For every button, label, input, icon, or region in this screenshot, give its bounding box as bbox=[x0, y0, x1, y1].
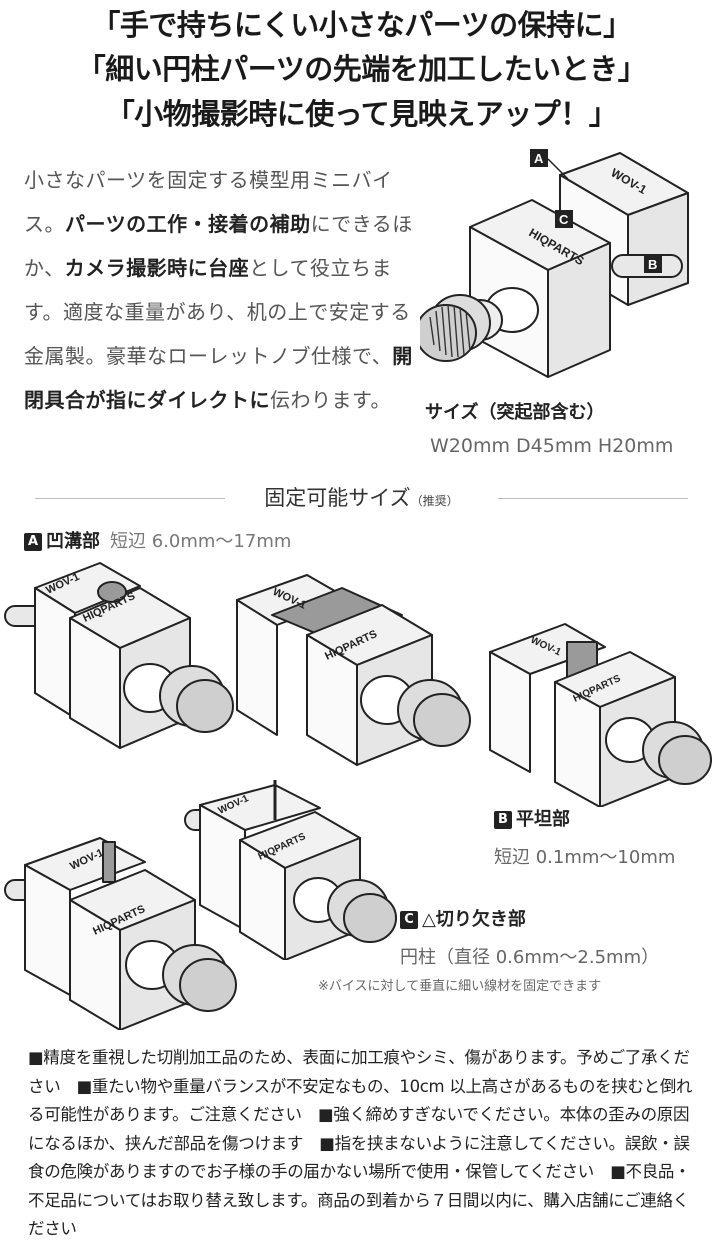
vise-plate-illustration: HIQPARTS WOV-1 bbox=[236, 574, 471, 766]
divider-line-right bbox=[498, 498, 688, 499]
section-title: 固定可能サイズ（推奨） bbox=[35, 482, 688, 512]
type-c-badge: C bbox=[400, 911, 418, 929]
note-2: ■重たい物や重量バランスが不安定なもの、10cm 以上高さがあるものを挟むと倒れ… bbox=[28, 1076, 693, 1125]
vise-wire-illustration: HIQPARTS WOV-1 bbox=[184, 780, 397, 960]
section-title-text: 固定可能サイズ bbox=[264, 486, 411, 510]
type-c-row: C△切り欠き部 bbox=[400, 905, 526, 931]
intro-text-1: 小さなパーツを固定する模型用ミニバイス。 bbox=[24, 168, 393, 236]
type-a-label: 凹溝部 bbox=[46, 531, 100, 552]
divider-line-left bbox=[35, 498, 225, 499]
type-a-badge: A bbox=[24, 533, 42, 551]
vise-groove-illustration: HIQPARTS WOV-1 bbox=[4, 562, 234, 749]
type-b-badge: B bbox=[494, 811, 512, 829]
vise-flat-illustration: HIQPARTS WOV-1 bbox=[489, 623, 712, 807]
intro-bold-2: カメラ撮影時に台座 bbox=[64, 256, 250, 280]
headline-2: 「細い円柱パーツの先端を加工したいとき」 bbox=[76, 52, 647, 86]
label-a-icon: A bbox=[534, 151, 544, 166]
type-a-value: 短辺 6.0mm〜17mm bbox=[110, 531, 292, 552]
caution-notes: ■精度を重視した切削加工品のため、表面に加工痕やシミ、傷があります。予めご了承く… bbox=[28, 1044, 703, 1244]
main-vise-illustration: HIQPARTS WOV-1 A C B bbox=[420, 149, 689, 378]
note-3: ■強く締めすぎないでください。本体の歪みの原因になるほか、挟んだ部品を傷つけます bbox=[28, 1105, 690, 1153]
note-4: ■指を挟まないように注意してください。誤飲・誤食の危険がありますのでお子様の手の… bbox=[28, 1133, 690, 1182]
intro-text-4: 伝わります。 bbox=[270, 388, 391, 412]
note-5: ■不良品・不足品についてはお取り替え致します。商品の到着から７日間以内に、購入店… bbox=[28, 1162, 691, 1238]
intro-paragraph: 小さなパーツを固定する模型用ミニバイス。パーツの工作・接着の補助にできるほか、カ… bbox=[24, 158, 414, 422]
type-b-label: 平坦部 bbox=[516, 809, 570, 830]
type-b-value: 短辺 0.1mm〜10mm bbox=[494, 847, 676, 868]
section-divider: 固定可能サイズ（推奨） bbox=[35, 482, 688, 514]
intro-bold-1: パーツの工作・接着の補助 bbox=[65, 212, 311, 236]
intro-text-3: として役立ちます。適度な重量があり、机の上で安定する金属製。豪華なローレットノブ… bbox=[24, 256, 411, 368]
type-c-value: 円柱（直径 0.6mm〜2.5mm） bbox=[400, 947, 660, 968]
label-b-icon: B bbox=[648, 257, 657, 272]
intro-text-2: にできるほか、 bbox=[24, 212, 413, 280]
type-c-label: △切り欠き部 bbox=[422, 909, 526, 930]
headline-1: 「手で持ちにくい小さなパーツの保持に」 bbox=[91, 8, 632, 42]
label-c-icon: C bbox=[559, 212, 569, 227]
type-c-note: ※バイスに対して垂直に細い線材を固定できます bbox=[318, 979, 602, 994]
section-title-small: （推奨） bbox=[410, 494, 459, 508]
headline-3: 「小物撮影時に使って見映えアップ！」 bbox=[105, 97, 618, 131]
vise-rod-illustration: HIQPARTS WOV-1 bbox=[4, 837, 237, 1030]
size-value: W20mm D45mm H20mm bbox=[430, 435, 674, 457]
note-1: ■精度を重視した切削加工品のため、表面に加工痕やシミ、傷があります。予めご了承く… bbox=[28, 1048, 690, 1096]
intro-bold-3: 開閉具合が指にダイレクトに bbox=[24, 344, 413, 412]
size-title: サイズ（突起部含む） bbox=[425, 402, 605, 423]
